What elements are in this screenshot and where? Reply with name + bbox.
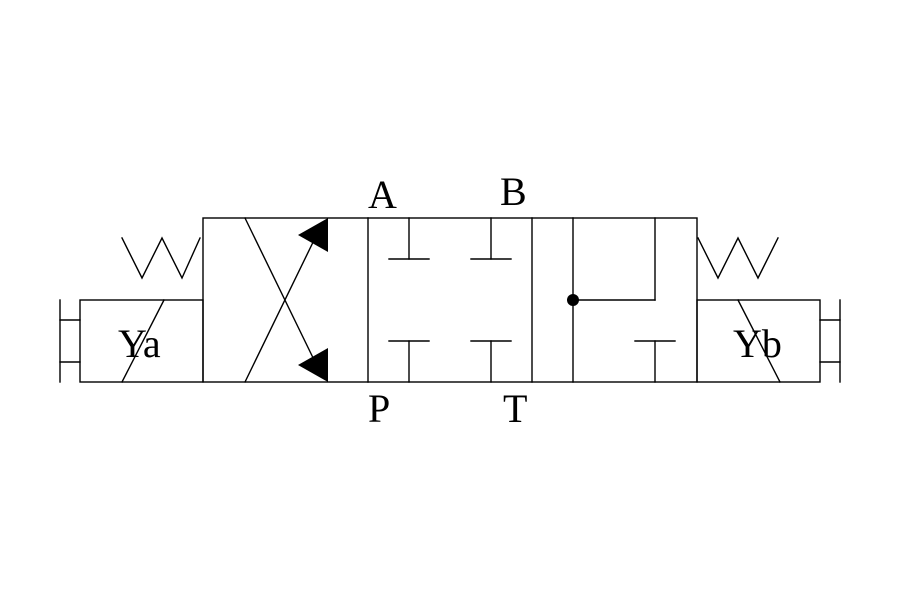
right-solenoid: Yb — [696, 299, 841, 383]
left-spring-icon — [121, 236, 201, 280]
left-solenoid: Ya — [59, 299, 204, 383]
port-b-label: B — [500, 169, 527, 214]
right-solenoid-diagonal — [737, 299, 781, 383]
left-solenoid-diagonal — [121, 299, 165, 383]
port-a-label: A — [368, 172, 397, 217]
port-t-label: T — [503, 386, 527, 431]
flow-arrow-up-icon — [298, 218, 328, 252]
right-envelope-flow — [567, 217, 676, 383]
right-spring-icon — [697, 236, 779, 280]
right-solenoid-label: Yb — [733, 321, 782, 366]
cross-flow-line-1 — [244, 217, 319, 369]
left-solenoid-label: Ya — [118, 321, 161, 366]
port-p-label: P — [368, 386, 390, 431]
flow-arrow-down-icon — [298, 348, 328, 382]
right-solenoid-box — [696, 299, 821, 383]
center-envelope-blocked — [388, 217, 512, 383]
left-envelope-crossed-flow — [244, 217, 328, 383]
cross-flow-line-2 — [244, 231, 319, 383]
junction-dot-icon — [567, 294, 579, 306]
